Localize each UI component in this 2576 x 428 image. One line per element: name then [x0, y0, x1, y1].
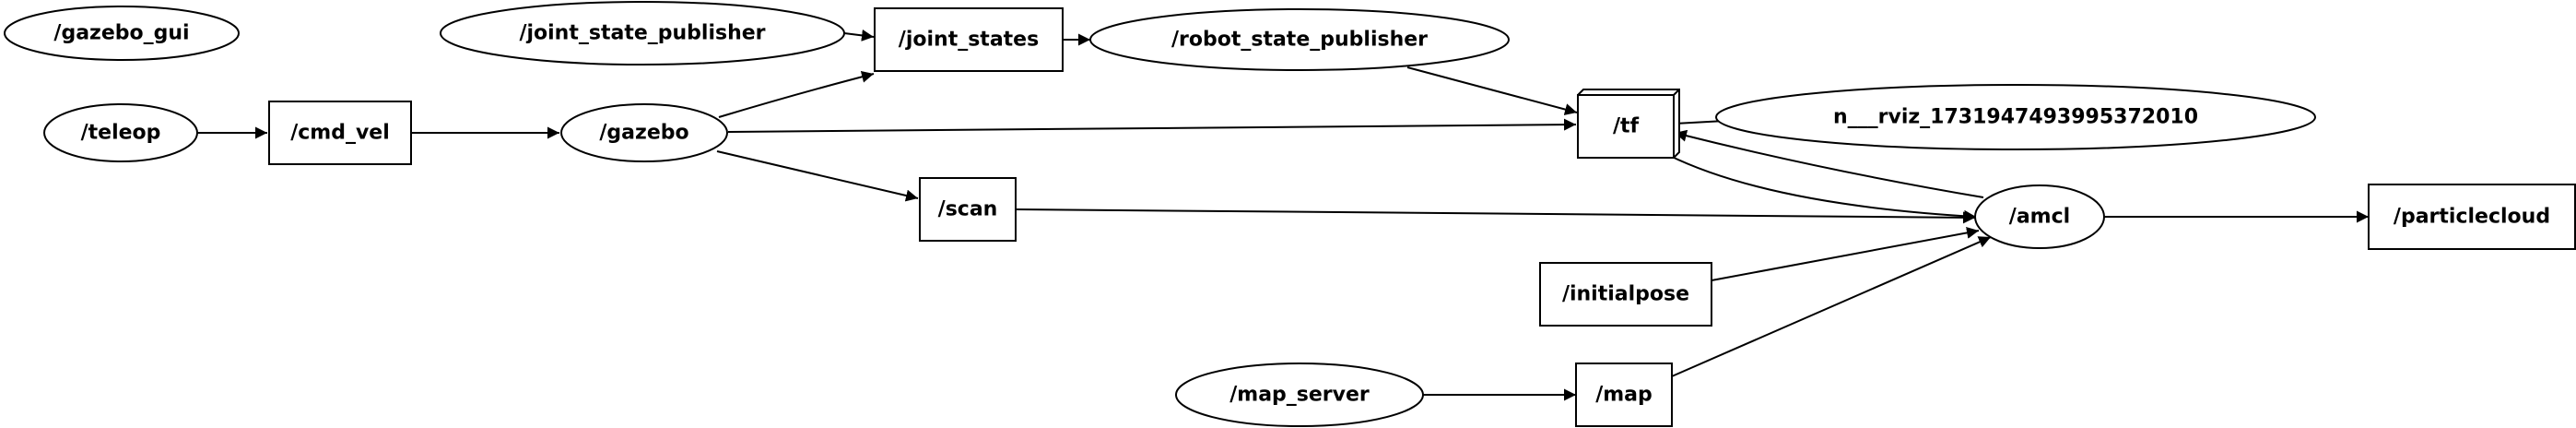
node-label: /map_server [1229, 384, 1370, 407]
node-joint-state-publisher[interactable]: /joint_state_publisher [440, 1, 845, 65]
edge-gazebo-to-tf [727, 118, 1577, 133]
node-robot-state-publisher[interactable]: /robot_state_publisher [1089, 8, 1510, 71]
node-tf[interactable]: /tf [1577, 89, 1680, 159]
node-label: /teleop [81, 122, 161, 145]
node-label: /map [1595, 384, 1653, 407]
node-label: /gazebo [599, 122, 688, 145]
node-box [2368, 184, 2576, 250]
node-ellipse [1974, 184, 2105, 249]
edge-joint_state_publisher-to-joint_states [843, 29, 875, 42]
node-ellipse [43, 103, 198, 162]
node-particlecloud[interactable]: /particlecloud [2368, 184, 2576, 250]
node-initialpose[interactable]: /initialpose [1539, 262, 1712, 327]
edge-map-to-amcl [1671, 236, 1992, 377]
node-ellipse [560, 103, 728, 162]
node-map-server[interactable]: /map_server [1175, 363, 1424, 427]
node-label: /tf [1613, 115, 1640, 138]
edges-layer [197, 29, 2369, 401]
node-label: /cmd_vel [290, 122, 390, 145]
edge-robot_state_publisher-to-tf [1406, 66, 1578, 115]
node-box [268, 101, 412, 165]
node-label: /initialpose [1562, 283, 1689, 306]
node-box [1577, 94, 1675, 159]
node-label: /particlecloud [2394, 206, 2550, 229]
node-gazebo-gui[interactable]: /gazebo_gui [4, 6, 240, 61]
node-label: /scan [938, 198, 998, 221]
node-ellipse [1715, 84, 2316, 150]
node-ellipse [4, 6, 240, 61]
node-teleop[interactable]: /teleop [43, 103, 198, 162]
edge-gazebo-to-joint_states [718, 70, 875, 118]
edge-scan-to-amcl [1015, 208, 1976, 224]
node-ellipse [440, 1, 845, 65]
node-label: /joint_states [899, 29, 1039, 52]
node-label: /amcl [2009, 206, 2070, 229]
node-box [919, 177, 1017, 242]
node-ellipse [1175, 363, 1424, 427]
edge-tf-to-amcl [1667, 154, 1977, 222]
node-label: /joint_state_publisher [519, 22, 765, 45]
node-label: /gazebo_gui [53, 22, 189, 45]
node-box [874, 7, 1064, 72]
node-rviz[interactable]: n___rviz_1731947493995372010 [1715, 84, 2316, 150]
node-label: /robot_state_publisher [1171, 29, 1428, 52]
node-scan[interactable]: /scan [919, 177, 1017, 242]
node-label: n___rviz_1731947493995372010 [1833, 106, 2198, 129]
node-amcl[interactable]: /amcl [1974, 184, 2105, 249]
node-ellipse [1089, 8, 1510, 71]
edge-amcl-to-tf [1674, 129, 1984, 198]
nodes-layer: /gazebo_gui/teleop/cmd_vel/gazebo/joint_… [4, 1, 2576, 427]
node-gazebo[interactable]: /gazebo [560, 103, 728, 162]
node-cmd-vel[interactable]: /cmd_vel [268, 101, 412, 165]
node-box [1539, 262, 1712, 327]
node-box [1575, 363, 1673, 427]
edge-gazebo-to-scan [716, 150, 919, 202]
node-joint-states[interactable]: /joint_states [874, 7, 1064, 72]
edge-initialpose-to-amcl [1711, 226, 1980, 281]
node-map[interactable]: /map [1575, 363, 1673, 427]
